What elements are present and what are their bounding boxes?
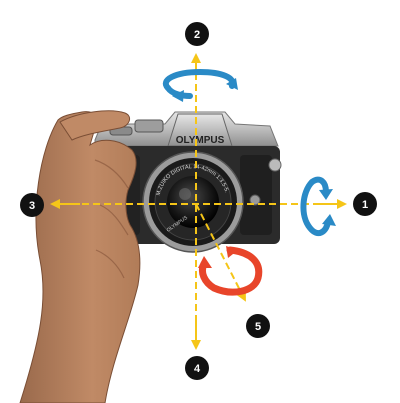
camera-side-button: [268, 158, 282, 172]
axis-badge-3: 3: [20, 193, 44, 217]
axes: [50, 53, 347, 350]
axis-badge-1: 1: [353, 192, 377, 216]
axis-badge-5: 5: [246, 314, 270, 338]
rotation-arrows: [163, 68, 336, 296]
axis-line-diagonal: [195, 203, 246, 302]
front-button: [249, 194, 261, 206]
camera-brand-text: OLYMPUS: [176, 135, 225, 146]
axis-badge-4: 4: [185, 356, 209, 380]
hand-knuckle-lines: [94, 159, 129, 279]
svg-text:3: 3: [29, 200, 35, 212]
axis-badges: 1 2 3 4 5: [20, 22, 377, 380]
yaw-rotation-arrow: [163, 68, 238, 102]
hand: [19, 110, 141, 403]
svg-text:5: 5: [255, 321, 261, 333]
svg-text:4: 4: [194, 363, 201, 375]
mode-dial: [134, 119, 164, 133]
axis-badge-2: 2: [185, 22, 209, 46]
hand-palm: [19, 111, 141, 403]
roll-rotation-arrow: [198, 246, 263, 296]
pitch-rotation-arrow: [300, 176, 336, 237]
lens-highlight: [179, 188, 191, 200]
svg-text:2: 2: [194, 29, 200, 41]
lens-glass: [167, 176, 219, 228]
svg-text:1: 1: [362, 199, 368, 211]
hand-index-finger: [59, 110, 131, 141]
